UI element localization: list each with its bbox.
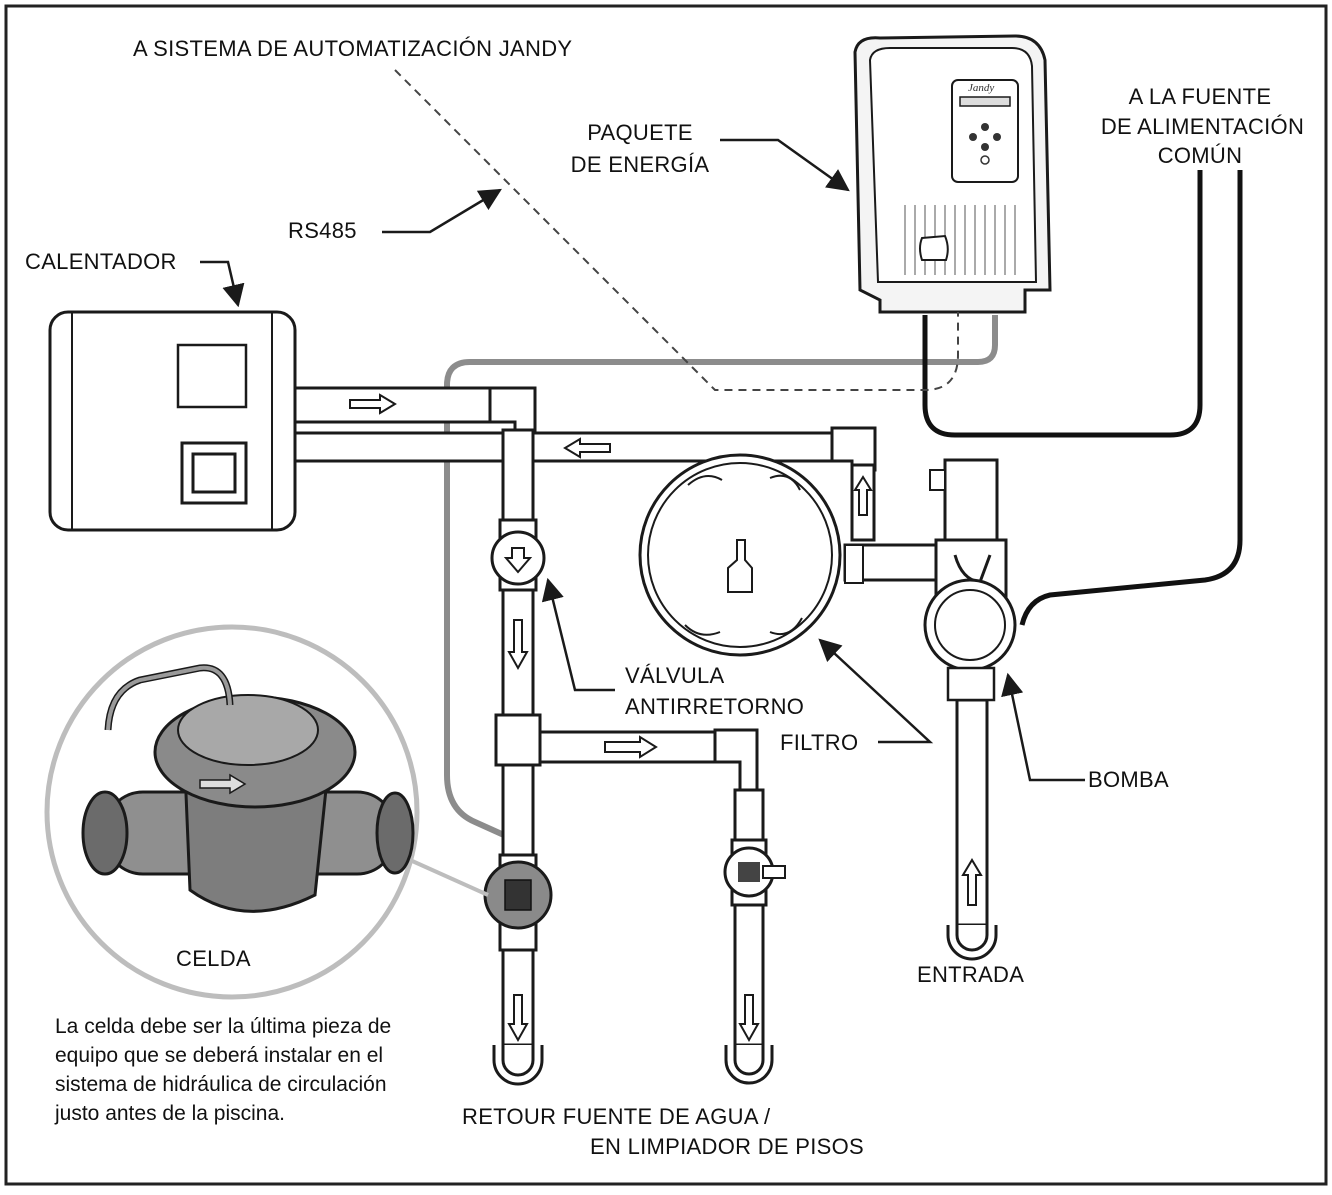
cell-cable (444, 315, 998, 860)
cell-pipe-end-right (375, 791, 415, 875)
power-pack-btn-left-icon (969, 133, 977, 141)
cell-inset (44, 624, 489, 1000)
power-pack-handle (919, 234, 949, 261)
filter-label: FILTRO (780, 730, 859, 755)
diagram-frame (4, 4, 1328, 1186)
power-cable-a (922, 170, 1203, 438)
cell-lid-top (177, 694, 319, 766)
pump-union (946, 666, 996, 702)
pump (923, 458, 1017, 702)
heater-outlet-pipe (288, 386, 517, 424)
cleaner-valve-core (738, 862, 760, 882)
filter-clamp-2 (769, 474, 801, 491)
filter-tank-inner (647, 462, 833, 648)
return-label-line1: RETOUR FUENTE DE AGUA / (462, 1104, 771, 1129)
heater-body (48, 310, 297, 532)
filter-clamp-4 (769, 617, 803, 636)
power-pack-leader (720, 138, 850, 192)
flow-arrow-up-2 (961, 858, 983, 906)
cell-flow-arrow-icon (199, 773, 247, 795)
power-cable-b (1019, 170, 1243, 626)
filter-union (844, 544, 864, 584)
note-line-2: equipo que se deberá instalar en el (55, 1044, 384, 1067)
heater (48, 310, 297, 532)
pump-motor-cap (929, 469, 946, 491)
note-line-1: La celda debe ser la última pieza de (55, 1015, 392, 1038)
check-valve-leader (541, 577, 615, 692)
cleaner-valve (723, 838, 786, 907)
flow-arrow-down-2 (507, 994, 529, 1043)
heater-leader (200, 260, 245, 308)
power-pack-btn-up-icon (981, 123, 989, 131)
flow-arrow-down-3 (738, 994, 760, 1043)
automation-label: A SISTEMA DE AUTOMATIZACIÓN JANDY (133, 36, 573, 61)
power-pack-label-line2: DE ENERGÍA (570, 152, 710, 177)
pump-strainer-lid (934, 589, 1006, 661)
filter-leader (818, 638, 934, 744)
branch-pipe-down (733, 788, 765, 847)
cell-label: CELDA (176, 946, 251, 971)
power-pack-btn-down-icon (981, 143, 989, 151)
power-pack-display (959, 96, 1011, 107)
check-valve-label-line1: VÁLVULA (625, 663, 725, 688)
flow-arrow-up-1 (853, 475, 873, 516)
branch-elbow (713, 728, 759, 792)
cleaner-valve-handle (762, 865, 786, 879)
return-pipe-top (501, 428, 535, 532)
pipe-ends (492, 925, 998, 1086)
cell-inset-pointer (409, 858, 489, 897)
rs485-leader (382, 188, 502, 234)
power-pack-label-line1: PAQUETE (587, 120, 693, 145)
rs485-label: RS485 (288, 218, 357, 243)
leader-arrows (200, 138, 1085, 782)
return-label-line2: EN LIMPIADOR DE PISOS (590, 1134, 865, 1159)
filter-clamp-1 (687, 475, 723, 486)
return-tee (494, 713, 542, 767)
flow-arrow-left (563, 437, 611, 459)
power-pack (853, 34, 1052, 314)
power-pack-btn-right-icon (993, 133, 1001, 141)
power-source-label-line3: COMÚN (1157, 143, 1243, 168)
check-valve-arrow-icon (503, 547, 533, 574)
filter-clamp-3 (684, 624, 721, 636)
note-line-4: justo antes de la piscina. (55, 1102, 285, 1125)
cell-inline-connector (504, 879, 532, 911)
flow-arrow-right-1 (349, 393, 397, 415)
outlet-elbow (488, 386, 537, 432)
note-line-3: sistema de hidráulica de circulación (55, 1073, 387, 1096)
cleaner-u-inner (733, 1045, 765, 1076)
power-pack-power-icon (980, 155, 990, 165)
cell-cable-inset-core (106, 665, 232, 731)
heater-display (176, 343, 248, 409)
filter-release-valve-icon (727, 539, 753, 593)
heater-label: CALENTADOR (25, 249, 177, 274)
cell-inline (483, 853, 553, 952)
return-u-inner (501, 1045, 535, 1077)
inlet-label: ENTRADA (917, 962, 1025, 987)
power-pack-brand: Jandy (968, 82, 995, 94)
heater-switch-inner (191, 452, 237, 494)
pump-label: BOMBA (1088, 767, 1169, 792)
power-source-label-line1: A LA FUENTE (1128, 84, 1272, 109)
rs485-dashed-line (394, 69, 959, 391)
flow-arrow-down-1 (507, 619, 529, 671)
filter (638, 453, 864, 657)
check-valve-label-line2: ANTIRRETORNO (625, 694, 805, 719)
inlet-u-inner (955, 925, 989, 952)
cell-pipe-end-left (81, 790, 129, 876)
pump-motor (943, 458, 999, 547)
pump-leader (1001, 672, 1085, 782)
power-source-label-line2: DE ALIMENTACIÓN (1100, 114, 1305, 139)
return-pipe-low (501, 763, 535, 862)
check-valve (490, 518, 546, 592)
flow-arrow-right-2 (604, 735, 658, 759)
flow-arrows (349, 393, 983, 1043)
